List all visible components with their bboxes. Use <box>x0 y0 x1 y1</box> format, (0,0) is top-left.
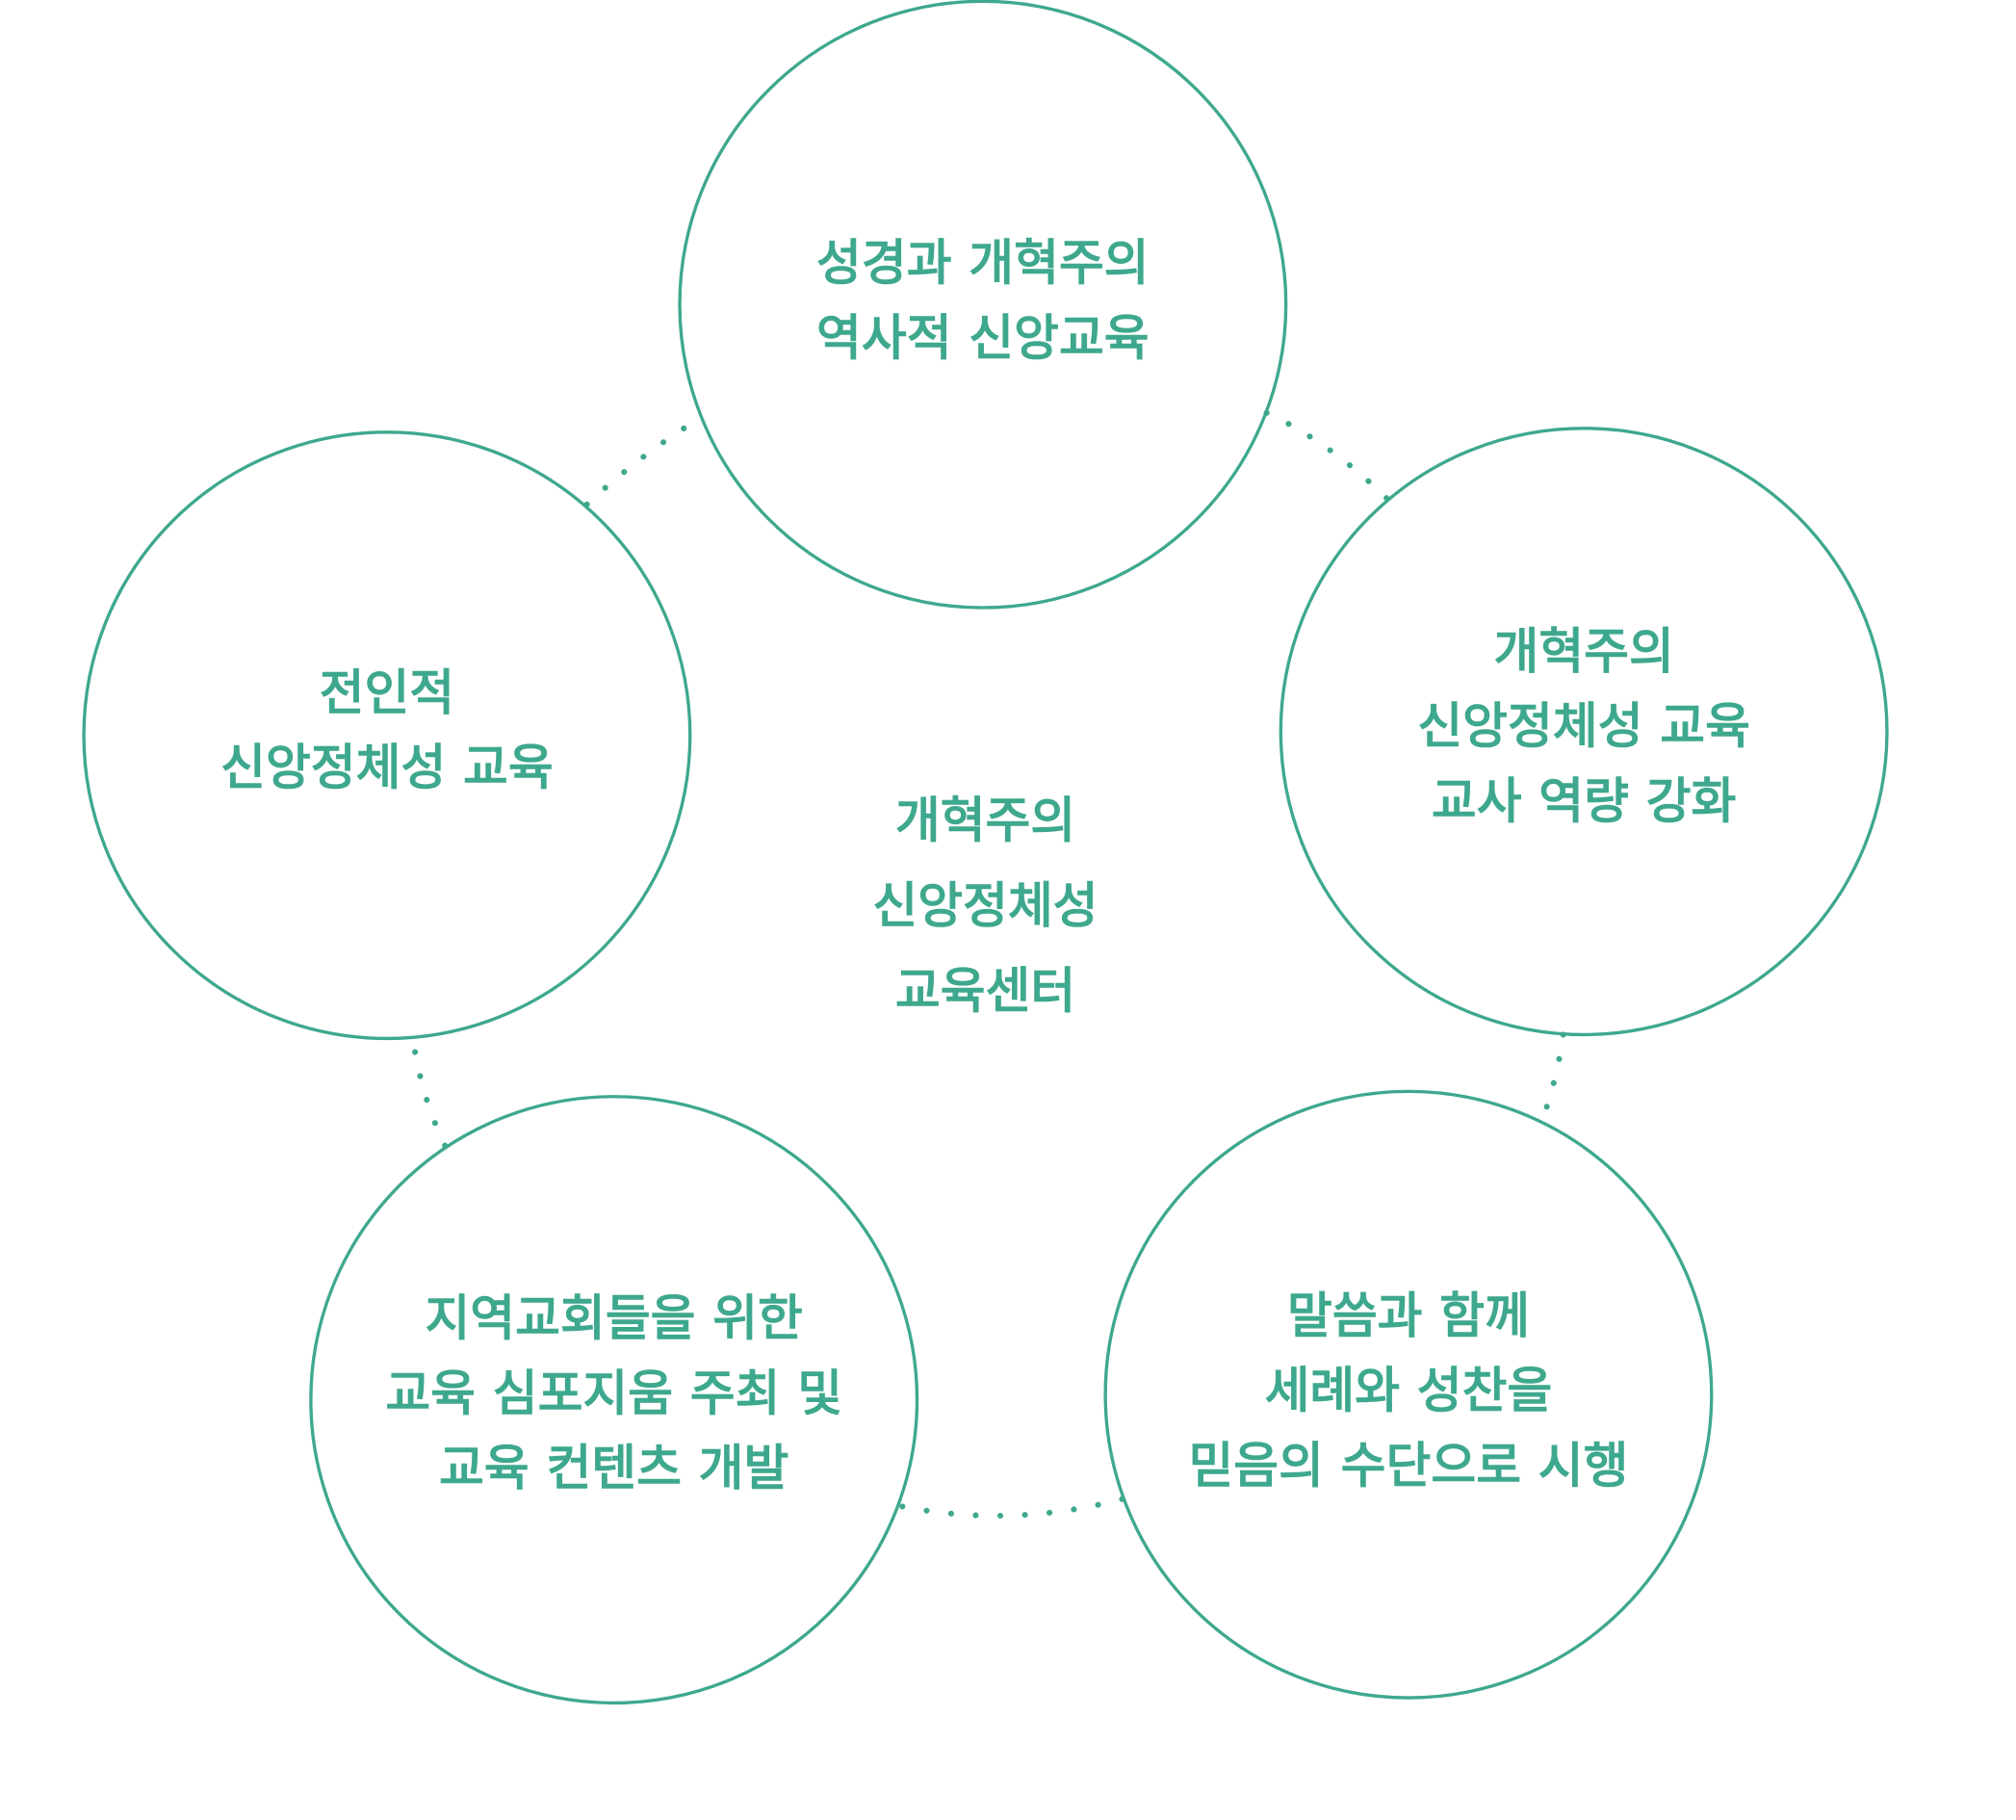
node-label-line: 말씀과 함께 <box>1286 1287 1530 1344</box>
node-circle-bottom-right <box>1103 1089 1714 1700</box>
node-label-right: 개혁주의 신앙정체성 교육 교사 역량 강화 <box>1313 614 1855 839</box>
center-title: 개혁주의 신앙정체성 교육센터 <box>792 778 1179 1033</box>
node-label-line: 믿음의 수단으로 시행 <box>1188 1437 1629 1495</box>
node-label-line: 성경과 개혁주의 <box>816 234 1150 292</box>
node-label-line: 개혁주의 <box>1493 623 1674 681</box>
node-label-line: 교사 역량 강화 <box>1431 772 1737 830</box>
node-label-top: 성경과 개혁주의 역사적 신앙교육 <box>712 225 1254 375</box>
node-circle-left <box>82 430 692 1041</box>
node-label-line: 역사적 신앙교육 <box>816 309 1150 367</box>
center-title-line: 신앙정체성 <box>872 876 1098 934</box>
node-label-left: 전인적 신앙정체성 교육 <box>116 656 659 805</box>
node-label-line: 지역교회들을 위한 <box>425 1289 803 1347</box>
node-circle-bottom-left <box>309 1095 919 1705</box>
connector-left-top <box>583 415 704 507</box>
center-title-line: 개혁주의 <box>894 792 1076 849</box>
connector-right-bottomright <box>1538 1031 1566 1126</box>
node-label-line: 세례와 성찬을 <box>1264 1362 1553 1419</box>
connector-bottomright-bottomleft <box>894 1495 1125 1520</box>
node-label-line: 교육 심포지움 주최 및 <box>385 1365 843 1422</box>
center-title-line: 교육센터 <box>894 962 1076 1020</box>
node-label-bottom-left: 지역교회들을 위한 교육 심포지움 주최 및 교육 컨텐츠 개발 <box>343 1281 885 1505</box>
connector-bottomleft-left <box>409 1035 449 1149</box>
node-label-line: 교육 컨텐츠 개발 <box>439 1440 789 1497</box>
node-circle-right <box>1279 427 1889 1037</box>
node-label-line: 신앙정체성 교육 <box>220 739 554 796</box>
connector-top-right <box>1263 409 1391 503</box>
node-label-bottom-right: 말씀과 함께 세례와 성찬을 믿음의 수단으로 시행 <box>1138 1279 1680 1503</box>
node-label-line: 전인적 <box>319 663 455 721</box>
node-circle-top <box>678 0 1288 610</box>
node-label-line: 신앙정체성 교육 <box>1417 697 1750 755</box>
